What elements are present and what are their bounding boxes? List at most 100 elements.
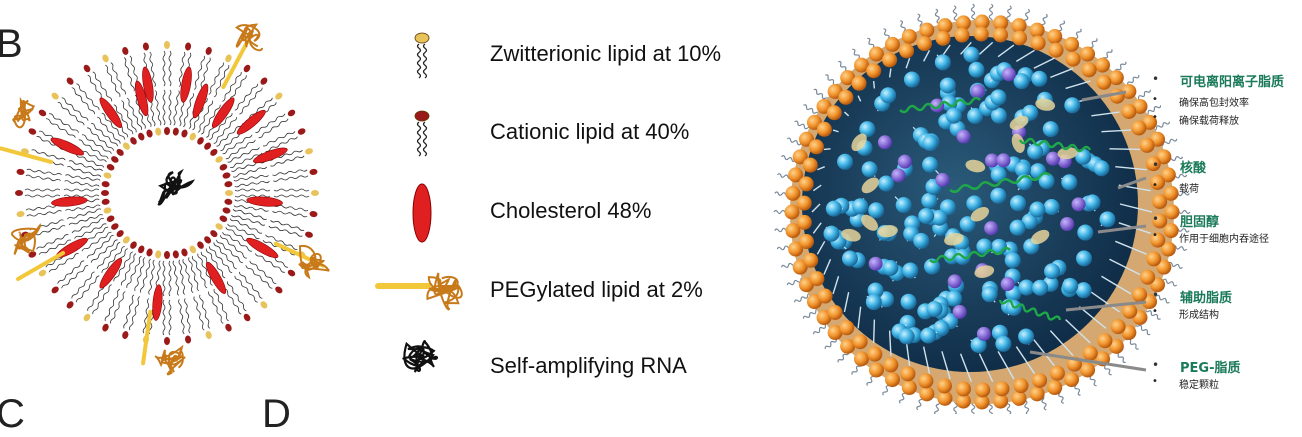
- helper-lipid: [1072, 197, 1086, 211]
- lipid-head: [1097, 333, 1112, 348]
- lipid-head: [785, 205, 800, 220]
- lipid-head: [919, 386, 934, 401]
- lipid-head: [900, 366, 915, 381]
- ionizable-lipid: [837, 154, 853, 170]
- ionizable-lipid: [1061, 174, 1077, 190]
- lipid-head: [809, 139, 824, 154]
- ionizable-lipid: [946, 108, 962, 124]
- ionizable-lipid: [868, 202, 884, 218]
- ionizable-lipid: [1018, 279, 1034, 295]
- helper-lipid: [948, 274, 962, 288]
- ionizable-lipid: [1077, 225, 1093, 241]
- ionizable-lipid: [922, 135, 938, 151]
- ionizable-lipid: [1032, 280, 1048, 296]
- lipid-head: [1083, 346, 1098, 361]
- lipid-head: [974, 27, 989, 42]
- helper-lipid: [977, 327, 991, 341]
- lipid-head: [885, 37, 900, 52]
- ionizable-lipid: [1010, 220, 1026, 236]
- lipid-head: [1050, 366, 1065, 381]
- lipid-head: [838, 90, 853, 105]
- lipid-head: [1131, 120, 1146, 135]
- lipid-head: [818, 289, 833, 304]
- lipid-head: [936, 31, 951, 46]
- ionizable-lipid: [901, 294, 917, 310]
- ionizable-lipid: [982, 286, 998, 302]
- ionizable-lipid: [826, 201, 842, 217]
- lipid-head: [799, 176, 814, 191]
- peg-chain: [971, 4, 974, 22]
- ionizable-lipid: [976, 238, 992, 254]
- peg-chain: [814, 323, 829, 334]
- lipid-head: [1096, 75, 1111, 90]
- ionizable-lipid: [862, 161, 878, 177]
- lipid-head: [828, 305, 843, 320]
- lipid-head: [1122, 304, 1137, 319]
- lipid-head: [1140, 138, 1155, 153]
- lipid-head: [799, 234, 814, 249]
- helper-lipid: [1002, 67, 1016, 81]
- ionizable-lipid: [878, 176, 894, 192]
- ionizable-lipid: [1064, 97, 1080, 113]
- ionizable-lipid: [842, 251, 858, 267]
- lipid-head: [1013, 378, 1028, 393]
- ionizable-lipid: [922, 157, 938, 173]
- lipid-head: [854, 351, 869, 366]
- lipid-head: [902, 29, 917, 44]
- ionizable-lipid: [1018, 328, 1034, 344]
- ionizable-lipid: [823, 226, 839, 242]
- ionizable-lipid: [968, 62, 984, 78]
- lipid-head: [883, 357, 898, 372]
- lipid-head: [803, 253, 818, 268]
- lipid-head: [1080, 362, 1095, 377]
- ionizable-lipid: [1084, 194, 1100, 210]
- annotation-cholesterol: • 胆固醇 •作用于细胞内吞途径: [1152, 212, 1300, 252]
- lipid-head: [869, 362, 884, 377]
- lipid-head: [919, 23, 934, 38]
- lipid-head: [785, 186, 800, 201]
- ionizable-lipid: [899, 328, 915, 344]
- annotation-title: 核酸: [1180, 157, 1206, 176]
- lipid-head: [937, 378, 952, 393]
- bullet-icon: •: [1152, 72, 1159, 86]
- ionizable-lipid: [896, 197, 912, 213]
- lipid-head: [1110, 89, 1125, 104]
- lipid-head: [869, 47, 884, 62]
- ionizable-lipid: [990, 89, 1006, 105]
- lipid-head: [1082, 62, 1097, 77]
- lipid-head: [852, 76, 867, 91]
- ionizable-lipid: [913, 233, 929, 249]
- lipid-head: [809, 271, 824, 286]
- ionizable-lipid: [852, 198, 868, 214]
- peg-chain: [1136, 90, 1151, 101]
- helper-lipid: [953, 305, 967, 319]
- lipid-head: [899, 43, 914, 58]
- ionizable-lipid: [920, 328, 936, 344]
- lipid-head: [937, 18, 952, 33]
- ionizable-lipid: [918, 208, 934, 224]
- ionizable-lipid: [1099, 211, 1115, 227]
- ionizable-lipid: [1062, 278, 1078, 294]
- annotation-title: 可电离阳离子脂质: [1180, 71, 1284, 90]
- annotation-title: 辅助脂质: [1180, 287, 1232, 306]
- lipid-tail: [874, 320, 875, 343]
- ionizable-lipid: [1027, 144, 1043, 160]
- ionizable-lipid: [990, 188, 1006, 204]
- bullet-icon: •: [1152, 158, 1159, 172]
- lipid-head: [993, 27, 1008, 42]
- helper-lipid: [898, 155, 912, 169]
- lipid-head: [827, 105, 842, 120]
- ionizable-lipid: [935, 54, 951, 70]
- helper-lipid: [1001, 277, 1015, 291]
- peg-chain: [989, 4, 992, 22]
- helper-lipid: [935, 173, 949, 187]
- ionizable-lipid: [940, 77, 956, 93]
- lipid-head: [1049, 43, 1064, 58]
- lipid-head: [882, 52, 897, 67]
- lipid-head: [1146, 251, 1161, 266]
- helper-lipid: [891, 168, 905, 182]
- bullet-icon: •: [1152, 212, 1159, 226]
- ionizable-lipid: [995, 336, 1011, 352]
- ionizable-lipid: [1031, 71, 1047, 87]
- lipid-head: [1066, 52, 1081, 67]
